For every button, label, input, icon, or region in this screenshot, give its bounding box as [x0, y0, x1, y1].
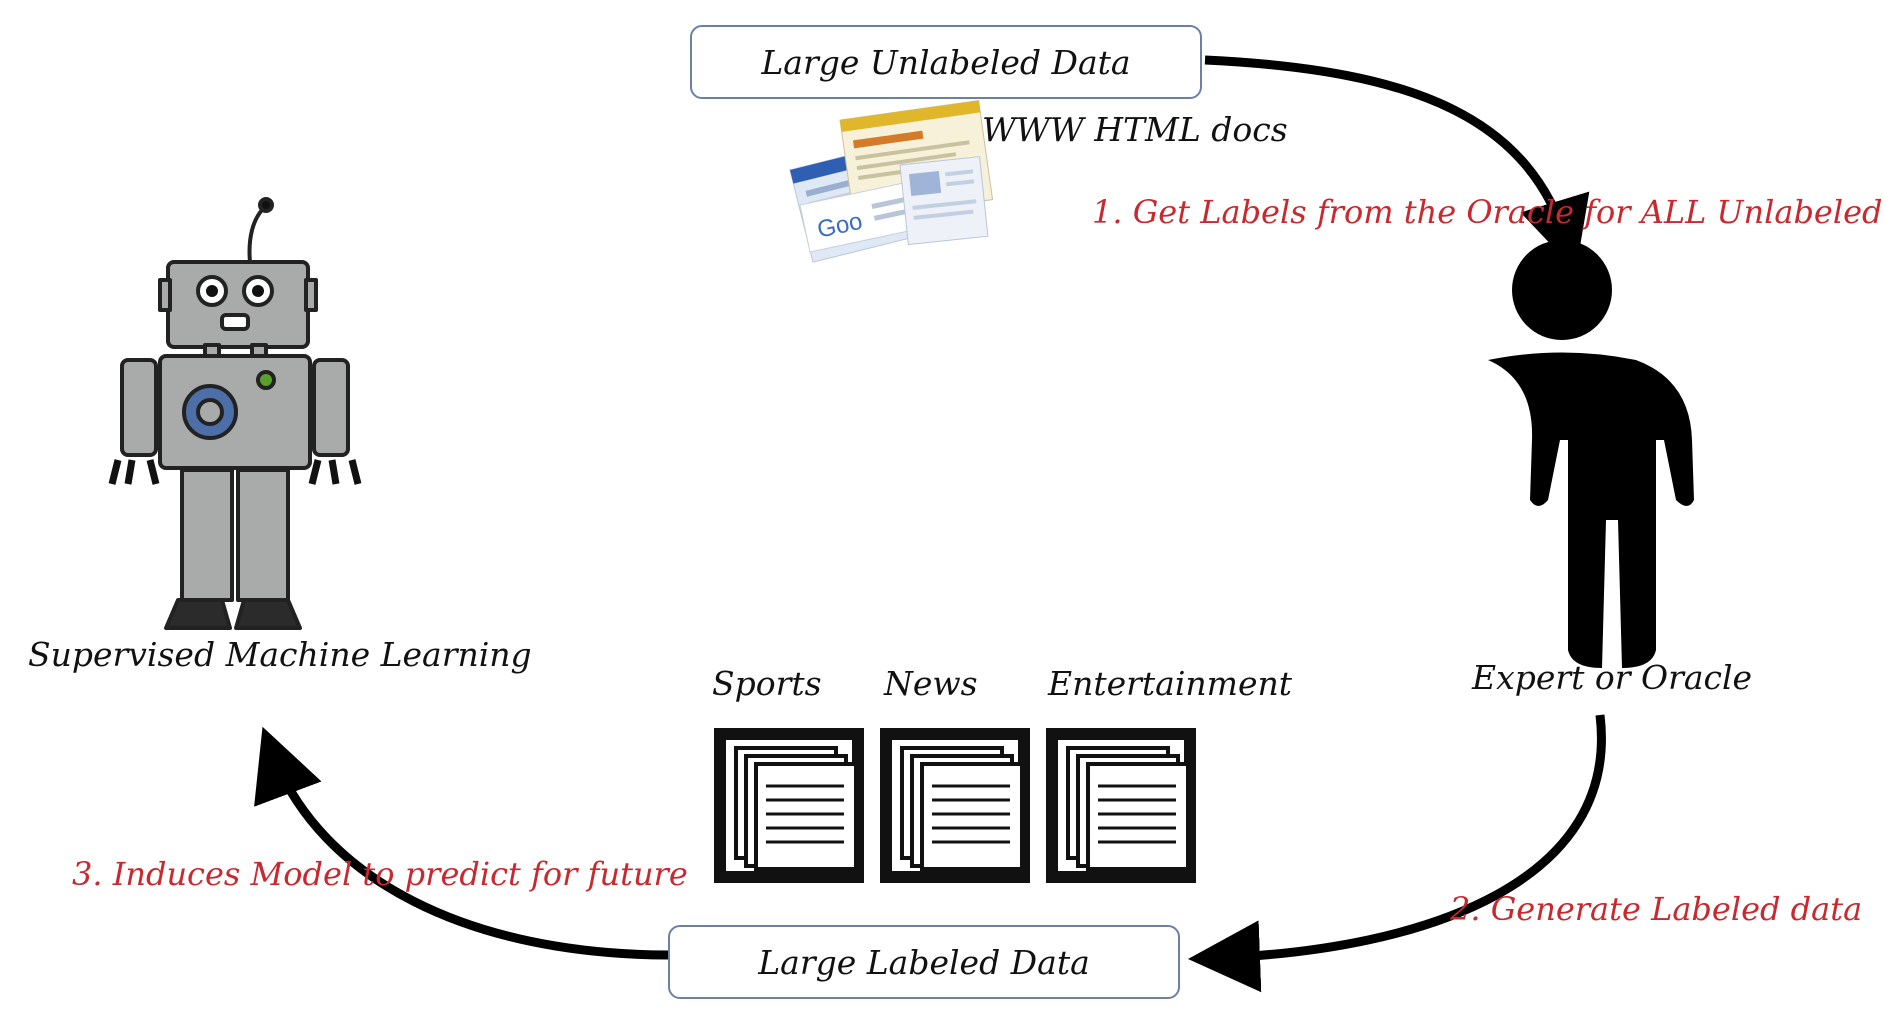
large-unlabeled-data-label: Large Unlabeled Data — [761, 42, 1131, 82]
arrow-to-labeled-data — [1188, 714, 1606, 993]
www-html-docs-label: WWW HTML docs — [982, 110, 1288, 149]
step-3-label: 3. Induces Model to predict for future — [72, 855, 688, 893]
step-2-label: 2. Generate Labeled data — [1450, 890, 1863, 928]
supervised-machine-learning-label: Supervised Machine Learning — [28, 635, 532, 674]
step-1-label: 1. Get Labels from the Oracle for ALL Un… — [1092, 193, 1883, 231]
category-sports-label: Sports — [712, 664, 822, 703]
large-unlabeled-data-box: Large Unlabeled Data — [690, 25, 1202, 99]
category-news-label: News — [884, 664, 978, 703]
large-labeled-data-label: Large Labeled Data — [758, 942, 1090, 982]
document-stack-icon-news — [880, 728, 1030, 883]
robot-illustration-icon — [108, 197, 362, 630]
category-entertainment-label: Entertainment — [1048, 664, 1292, 703]
arrow-to-oracle — [1204, 55, 1590, 271]
web-pages-collage-icon: Goo — [789, 99, 994, 263]
large-labeled-data-box: Large Labeled Data — [668, 925, 1180, 999]
expert-or-oracle-label: Expert or Oracle — [1472, 658, 1753, 697]
document-stack-icon-sports — [714, 728, 864, 883]
person-silhouette-icon — [1488, 240, 1694, 668]
arrow-to-robot — [254, 726, 671, 960]
document-stack-icon-entertainment — [1046, 728, 1196, 883]
